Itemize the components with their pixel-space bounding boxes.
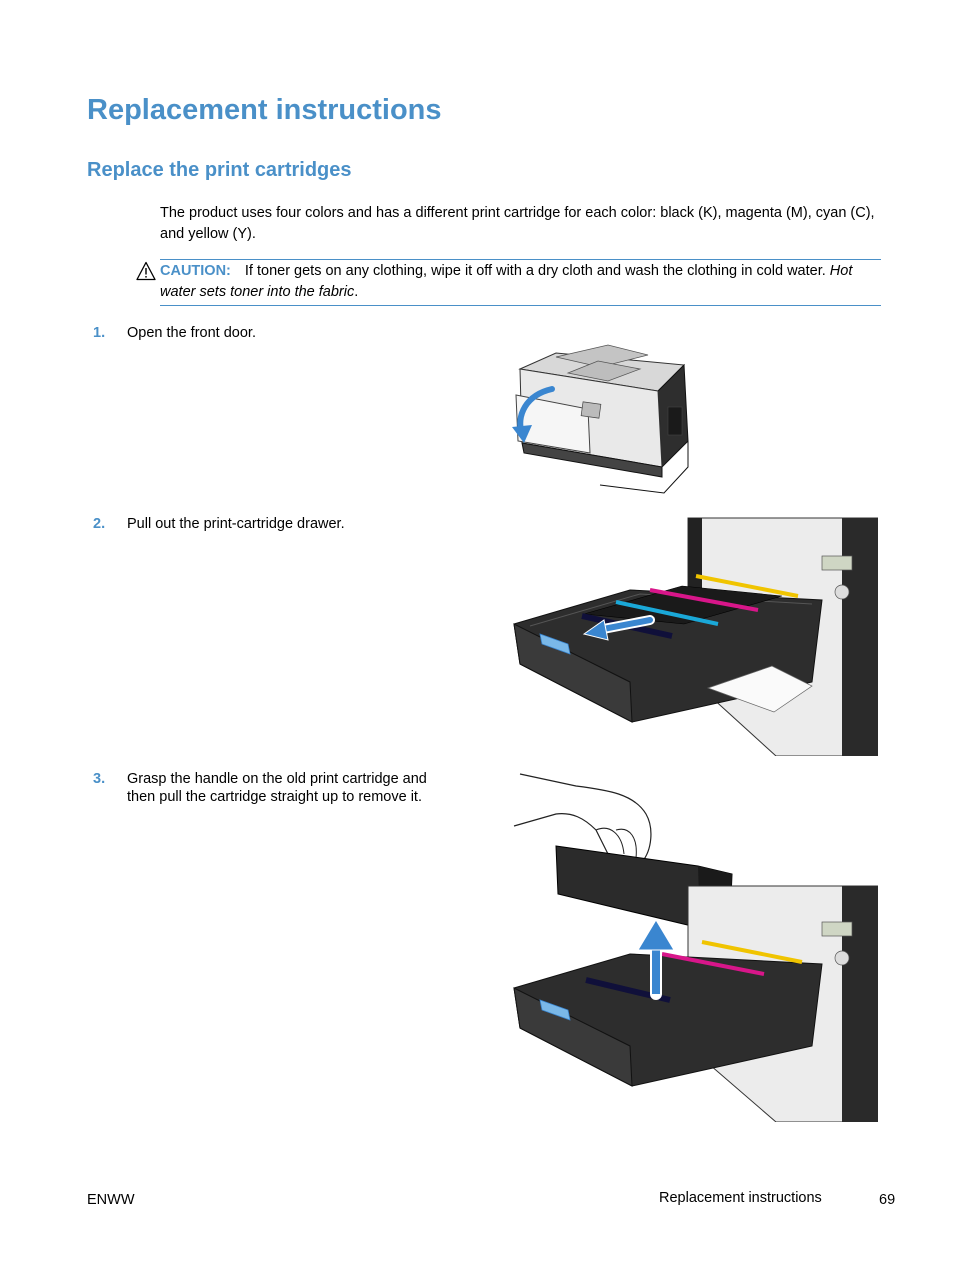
warning-icon	[136, 261, 156, 281]
caution-italic-text: Hot water sets toner into the fabric	[160, 263, 853, 300]
page-title: Replacement instructions	[87, 94, 442, 126]
printer-open-door-illustration	[512, 344, 689, 494]
footer-left: ENWW	[87, 1192, 135, 1208]
cartridge-drawer-illustration	[513, 517, 878, 756]
step-text: Pull out the print-cartridge drawer.	[127, 516, 345, 532]
footer-section: Replacement instructions	[659, 1190, 822, 1206]
step-number: 1.	[93, 325, 106, 341]
intro-paragraph: The product uses four colors and has a d…	[160, 205, 875, 242]
step-text: Grasp the handle on the old print cartri…	[127, 771, 427, 805]
caution-text-end: .	[354, 284, 359, 300]
section-title: Replace the print cartridges	[87, 159, 352, 181]
caution-label: CAUTION:	[160, 263, 231, 279]
step-number: 2.	[93, 516, 106, 532]
caution-note: CAUTION: If toner gets on any clothing, w…	[160, 259, 881, 306]
step-number: 3.	[93, 771, 106, 787]
remove-cartridge-illustration	[513, 773, 878, 1122]
page-number: 69	[879, 1192, 896, 1208]
step-text: Open the front door.	[127, 325, 256, 341]
caution-text: If toner gets on any clothing, wipe it o…	[244, 263, 830, 279]
